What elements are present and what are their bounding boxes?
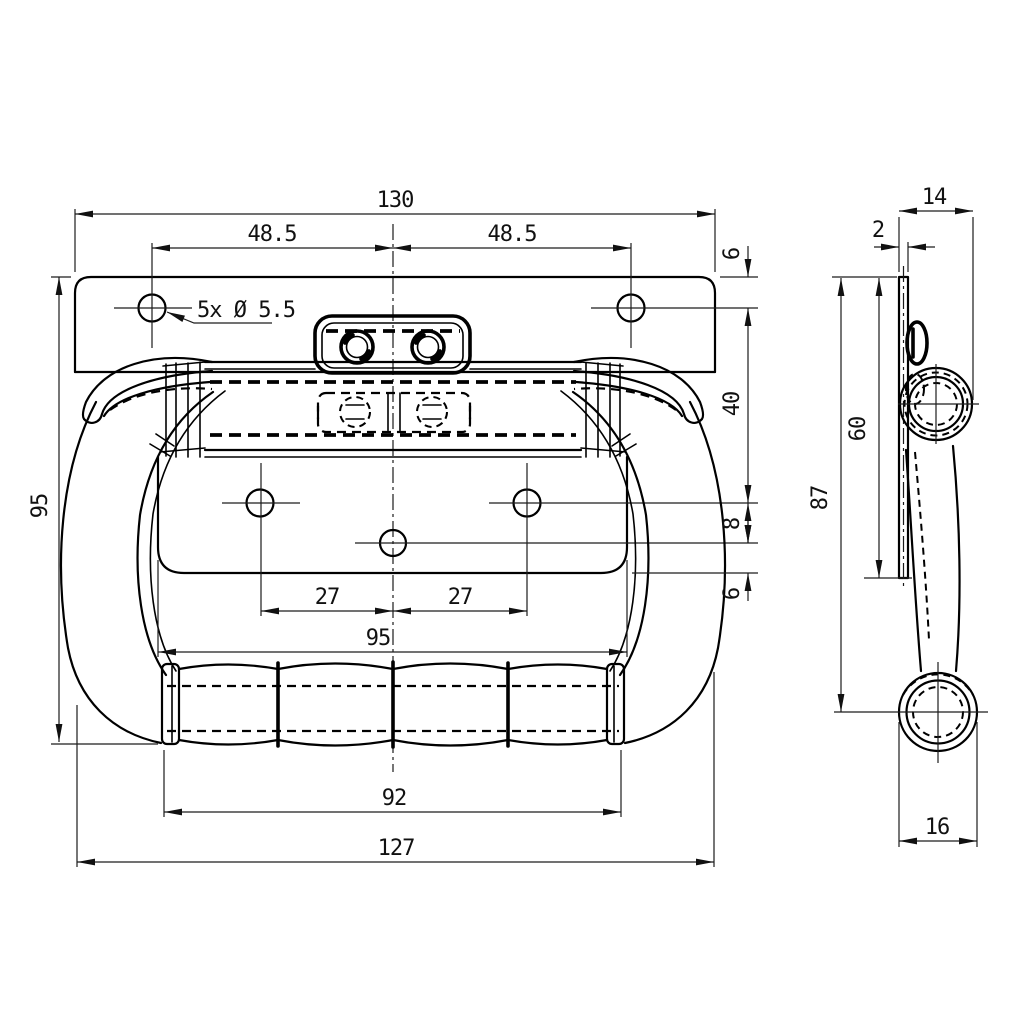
side-dimensions: 14 2 60 87 16 xyxy=(808,185,978,847)
side-plate xyxy=(897,266,910,590)
lower-plate-outline xyxy=(156,455,629,575)
hole-callout: 5x Ø 5.5 xyxy=(166,298,296,324)
dim-lower-hole-right: 27 xyxy=(448,585,473,610)
side-screw-heads xyxy=(905,320,929,405)
dim-depth: 14 xyxy=(922,185,947,210)
hidden-screw-pocket xyxy=(316,391,472,434)
hole-callout-text: 5x Ø 5.5 xyxy=(197,298,295,323)
dim-overall-width: 127 xyxy=(378,836,415,861)
hinge-bracket xyxy=(313,314,472,375)
pivot-knuckle xyxy=(898,364,979,444)
dim-lower-hole-left: 27 xyxy=(315,585,340,610)
left-wrap-section xyxy=(149,361,206,458)
dim-plate-height: 60 xyxy=(846,417,871,442)
dim-bottom-edge-offset: 6 xyxy=(720,588,745,600)
mounting-holes xyxy=(114,243,758,616)
dim-top-edge-offset: 6 xyxy=(720,248,745,260)
dim-center-hole-offset: 8 xyxy=(720,518,745,530)
dim-grip-diameter: 16 xyxy=(925,815,950,840)
grip-tube xyxy=(160,660,626,749)
handle-bail xyxy=(59,390,727,745)
dim-hole-row-spacing: 40 xyxy=(720,392,745,417)
dim-overall-height: 95 xyxy=(28,494,53,519)
dim-lower-plate-width: 95 xyxy=(366,626,391,651)
dim-plate-thickness: 2 xyxy=(872,218,884,243)
front-view: 130 48.5 48.5 5x Ø 5.5 6 40 8 6 xyxy=(28,188,758,867)
screw-left xyxy=(339,329,375,365)
dim-side-overall-height: 87 xyxy=(808,486,833,511)
dim-hole-spacing-left: 48.5 xyxy=(248,222,297,247)
front-dimensions: 130 48.5 48.5 5x Ø 5.5 6 40 8 6 xyxy=(28,188,758,867)
dim-total-width: 130 xyxy=(377,188,414,213)
screw-right xyxy=(410,329,446,365)
dim-hole-spacing-right: 48.5 xyxy=(488,222,537,247)
side-grip xyxy=(834,662,988,763)
dim-grip-width: 92 xyxy=(382,786,407,811)
side-view: 14 2 60 87 16 xyxy=(808,185,988,847)
pivot-bar xyxy=(149,360,637,458)
left-hook xyxy=(81,356,214,424)
right-hook xyxy=(572,356,705,424)
side-arm xyxy=(904,444,961,673)
